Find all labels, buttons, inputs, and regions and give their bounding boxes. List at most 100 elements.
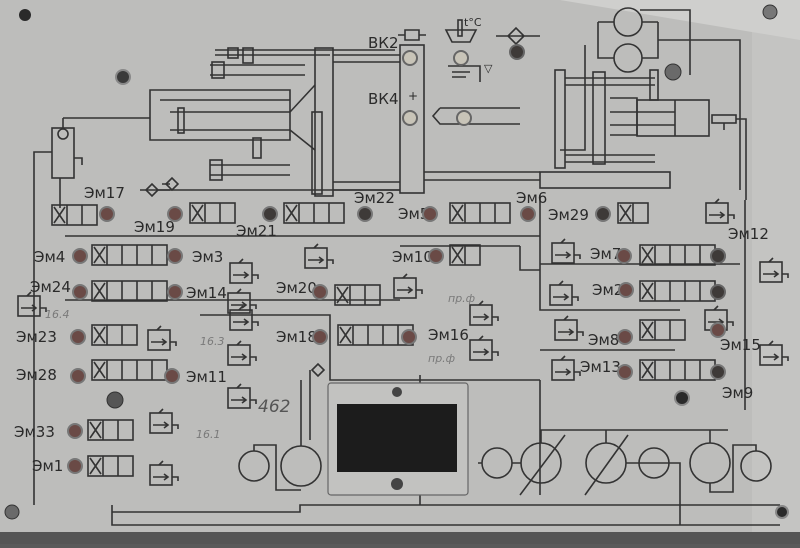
label-em6: Эм6 bbox=[516, 189, 547, 207]
label-em5: Эм5 bbox=[398, 205, 429, 223]
label-em18: Эм18 bbox=[276, 328, 317, 346]
screw-icon bbox=[392, 387, 402, 397]
pump-group bbox=[238, 380, 772, 525]
label-em10: Эм10 bbox=[392, 248, 433, 266]
label-em16: Эм16 bbox=[428, 326, 469, 344]
indicator-light-em21[interactable] bbox=[262, 206, 278, 222]
indicator-light-sensor-vk2[interactable] bbox=[402, 50, 418, 66]
indicator-light-em20[interactable] bbox=[312, 284, 328, 300]
label-em33: Эм33 bbox=[14, 423, 55, 441]
indicator-light-em2[interactable] bbox=[618, 282, 634, 298]
mount-hole-icon bbox=[19, 9, 31, 21]
relief-valve-icon bbox=[551, 242, 575, 264]
label-temp: t°C bbox=[464, 16, 482, 29]
indicator-light-em19[interactable] bbox=[167, 206, 183, 222]
annotations: 462 16.3 16.1 16.4 пр.ф пр.ф bbox=[45, 292, 475, 441]
label-vk2: ВК2 bbox=[368, 34, 398, 52]
relief-valve-icon bbox=[554, 319, 578, 341]
filter-icon bbox=[496, 26, 540, 46]
indicator-light-em10[interactable] bbox=[428, 248, 444, 264]
display-window bbox=[327, 382, 469, 496]
screw-icon bbox=[4, 504, 20, 520]
indicator-light-em22[interactable] bbox=[357, 206, 373, 222]
directional-valve-icon bbox=[91, 324, 138, 346]
display-screen bbox=[337, 404, 457, 472]
indicator-light-em24[interactable] bbox=[72, 284, 88, 300]
directional-valve-icon bbox=[51, 204, 98, 226]
indicator-light-em9[interactable] bbox=[710, 364, 726, 380]
label-em17: Эм17 bbox=[84, 184, 125, 202]
fasteners bbox=[4, 4, 789, 520]
indicator-light-em18[interactable] bbox=[312, 329, 328, 345]
indicator-light-sensor-vk4[interactable] bbox=[402, 110, 418, 126]
label-em21: Эм21 bbox=[236, 222, 277, 240]
relief-valve-icon bbox=[17, 295, 41, 317]
indicator-light-em28[interactable] bbox=[70, 368, 86, 384]
indicator-light-em2-b[interactable] bbox=[710, 284, 726, 300]
relief-valve-icon bbox=[393, 277, 417, 299]
indicator-light-em16[interactable] bbox=[401, 329, 417, 345]
indicator-light-em8[interactable] bbox=[617, 329, 633, 345]
indicator-light-em6[interactable] bbox=[520, 206, 536, 222]
indicator-light-em29[interactable] bbox=[595, 206, 611, 222]
indicator-light-sensor-temp[interactable] bbox=[453, 50, 469, 66]
annotation-prf-1: пр.ф bbox=[448, 292, 475, 305]
annotation-163: 16.3 bbox=[200, 335, 225, 348]
check-valves bbox=[144, 176, 326, 378]
relief-valve-icon bbox=[227, 292, 251, 314]
valve-group bbox=[51, 202, 716, 477]
indicator-light-em4[interactable] bbox=[72, 248, 88, 264]
label-em19: Эм19 bbox=[134, 218, 175, 236]
relief-valve-icon bbox=[551, 359, 575, 381]
indicator-light-em23[interactable] bbox=[70, 329, 86, 345]
main-cylinder-assembly bbox=[149, 44, 425, 197]
annotation-462: 462 bbox=[258, 397, 290, 417]
mount-hole-icon bbox=[115, 69, 131, 85]
label-level: ▽ bbox=[484, 62, 493, 75]
check-valve-2-icon bbox=[164, 176, 180, 192]
label-em9: Эм9 bbox=[722, 384, 753, 402]
annotation-164: 16.4 bbox=[45, 308, 70, 321]
relief-valve-icon bbox=[147, 329, 171, 351]
screw-icon bbox=[391, 478, 403, 490]
mount-hole-icon bbox=[775, 505, 789, 519]
indicator-light-em3[interactable] bbox=[167, 248, 183, 264]
screw-icon bbox=[106, 391, 124, 409]
screw-icon bbox=[762, 4, 778, 20]
indicator-light-nozzle[interactable] bbox=[456, 110, 472, 126]
indicator-light-em5[interactable] bbox=[422, 206, 438, 222]
label-em8: Эм8 bbox=[588, 331, 619, 349]
label-em20: Эм20 bbox=[276, 279, 317, 297]
relief-valve-icon bbox=[469, 304, 493, 326]
label-em23: Эм23 bbox=[16, 328, 57, 346]
mount-hole-icon bbox=[674, 390, 690, 406]
indicator-light-em7[interactable] bbox=[616, 248, 632, 264]
indicator-light-filter[interactable] bbox=[509, 44, 525, 60]
label-em15: Эм15 bbox=[720, 336, 761, 354]
indicator-light-em11[interactable] bbox=[164, 368, 180, 384]
directional-valve-icon bbox=[91, 244, 168, 266]
panel-bottom-edge bbox=[0, 532, 800, 544]
indicator-light-em14[interactable] bbox=[167, 284, 183, 300]
relief-valve-icon bbox=[705, 202, 729, 224]
sensor-group: ВК2 ВК4 + t°C ▽ bbox=[368, 16, 540, 125]
relief-valve-icon bbox=[304, 247, 328, 269]
annotation-prf-2: пр.ф bbox=[428, 352, 455, 365]
directional-valve-icon bbox=[639, 319, 686, 341]
indicator-light-em33[interactable] bbox=[67, 423, 83, 439]
indicator-light-em15[interactable] bbox=[710, 322, 726, 338]
label-em28: Эм28 bbox=[16, 366, 57, 384]
indicator-light-em17[interactable] bbox=[99, 206, 115, 222]
right-cylinder-assembly bbox=[424, 7, 747, 200]
indicator-light-em13[interactable] bbox=[617, 364, 633, 380]
thermometer-tank-icon bbox=[444, 29, 478, 43]
relief-valve-icon bbox=[759, 344, 783, 366]
indicator-light-em1[interactable] bbox=[67, 458, 83, 474]
label-em2: Эм2 bbox=[592, 281, 623, 299]
label-em7: Эм7 bbox=[590, 245, 621, 263]
indicator-light-em7-b[interactable] bbox=[710, 248, 726, 264]
label-plus: + bbox=[408, 89, 418, 103]
nozzle-icon bbox=[431, 107, 520, 125]
